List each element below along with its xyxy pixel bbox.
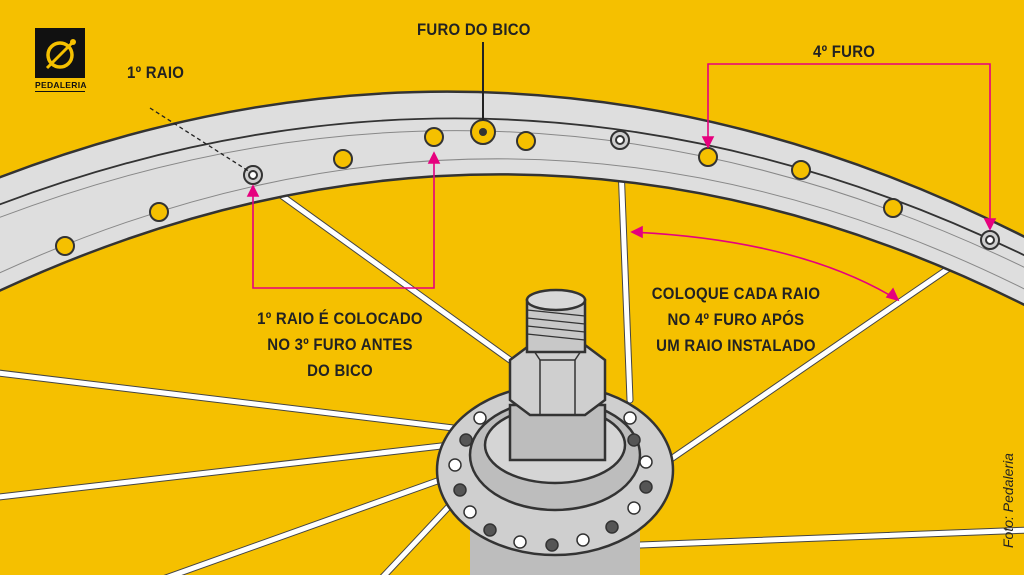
rim-hole	[516, 131, 536, 151]
rim-hole	[698, 147, 718, 167]
first-spoke-guide	[149, 107, 251, 173]
note-line: DO BICO	[307, 361, 373, 380]
valve-hole-label: FURO DO BICO	[417, 20, 531, 39]
rim-hole	[333, 149, 353, 169]
spacing-note: COLOQUE CADA RAIO NO 4º FURO APÓS UM RAI…	[648, 281, 824, 359]
flange-holes	[448, 411, 653, 552]
fourth-hole-label: 4º FURO	[813, 42, 876, 61]
spokes	[0, 136, 1024, 575]
first-spoke-label: 1º RAIO	[127, 63, 185, 82]
note-line: NO 4º FURO APÓS	[667, 310, 805, 329]
rim-hole	[55, 236, 75, 256]
first-spoke-note: 1º RAIO É COLOCADO NO 3º FURO ANTES DO B…	[252, 306, 428, 384]
note-line: COLOQUE CADA RAIO	[651, 284, 821, 303]
note-line: NO 3º FURO ANTES	[267, 335, 413, 354]
rim-hole	[149, 202, 169, 222]
rim-hole	[883, 198, 903, 218]
hex-nut	[508, 343, 607, 417]
hub	[435, 288, 675, 575]
photo-credit: Foto: Pedaleria	[1000, 453, 1016, 548]
bike-wheel-logo-icon	[35, 28, 85, 78]
annotation-lines	[246, 63, 997, 302]
note-line: UM RAIO INSTALADO	[656, 336, 816, 355]
brand-logo: PEDALERIA	[35, 28, 87, 92]
rim-hole	[791, 160, 811, 180]
rim-hole	[424, 127, 444, 147]
rim-holes	[55, 119, 1000, 256]
note-line: 1º RAIO É COLOCADO	[257, 309, 423, 328]
brand-name: PEDALERIA	[35, 80, 87, 92]
